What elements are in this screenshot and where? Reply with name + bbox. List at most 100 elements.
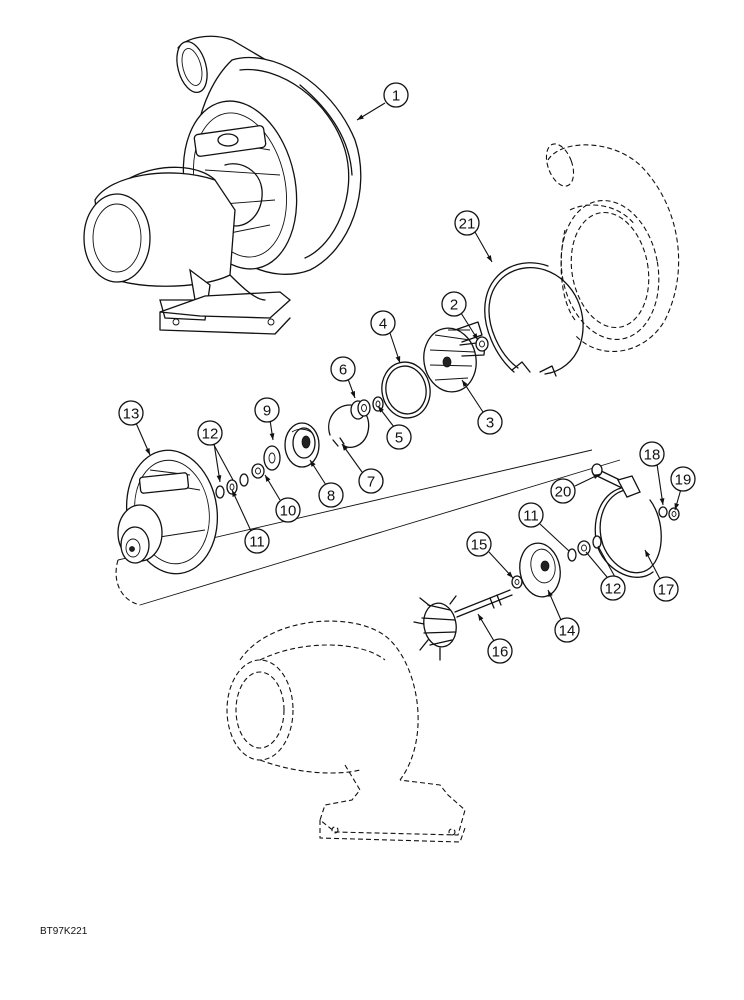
callout-label: 14 bbox=[559, 623, 576, 640]
callout-circle bbox=[518, 502, 544, 528]
callout-circle bbox=[358, 468, 384, 494]
callout-7: 7 bbox=[341, 443, 384, 494]
callout-3: 3 bbox=[461, 379, 503, 435]
callout-arrowhead bbox=[357, 114, 364, 120]
compressor-housing-phantom bbox=[545, 143, 680, 353]
clamp-bolt bbox=[591, 463, 625, 489]
callout-circle bbox=[383, 82, 409, 108]
assembly-guide-line bbox=[139, 459, 621, 606]
callout-2: 2 bbox=[441, 291, 479, 341]
callout-circle bbox=[639, 441, 665, 467]
callout-label: 18 bbox=[644, 447, 661, 464]
callout-arrowhead bbox=[216, 475, 222, 482]
callout-leader bbox=[213, 442, 221, 483]
callout-circle bbox=[275, 497, 301, 523]
callout-circle bbox=[554, 617, 580, 643]
o-ring-4 bbox=[381, 361, 431, 419]
callout-label: 21 bbox=[459, 216, 476, 233]
callout-11: 11 bbox=[231, 489, 270, 554]
callout-16: 16 bbox=[477, 613, 513, 664]
callout-arrowhead bbox=[548, 590, 553, 597]
callout-circle bbox=[370, 310, 396, 336]
callout-label: 13 bbox=[123, 406, 140, 423]
callout-label: 2 bbox=[450, 297, 458, 314]
callout-label: 16 bbox=[492, 644, 509, 661]
seal-rings-right bbox=[567, 535, 602, 562]
callout-15: 15 bbox=[466, 531, 514, 579]
callout-arrowhead bbox=[462, 380, 468, 387]
snap-ring-21 bbox=[484, 262, 584, 377]
center-housing bbox=[117, 449, 219, 575]
callout-circle bbox=[653, 576, 679, 602]
callout-arrowhead bbox=[145, 448, 150, 455]
callout-label: 11 bbox=[249, 534, 265, 551]
callout-circle bbox=[487, 638, 513, 664]
callout-circle bbox=[466, 531, 492, 557]
turbine-wheel-shaft bbox=[413, 589, 513, 661]
callout-arrowhead bbox=[350, 391, 355, 398]
callout-arrowhead bbox=[486, 255, 492, 262]
callout-circle bbox=[318, 482, 344, 508]
callout-circle bbox=[441, 291, 467, 317]
backplate-insert bbox=[284, 422, 320, 468]
callout-label: 7 bbox=[367, 474, 375, 491]
callout-arrowhead bbox=[674, 503, 680, 510]
callout-circle bbox=[118, 400, 144, 426]
callout-label: 5 bbox=[395, 430, 403, 447]
callout-11: 11 bbox=[518, 502, 544, 528]
callout-21: 21 bbox=[454, 210, 493, 263]
callout-20: 20 bbox=[550, 473, 601, 504]
callout-leader-extra bbox=[539, 523, 570, 552]
callout-circle bbox=[330, 356, 356, 382]
callout-8: 8 bbox=[309, 459, 344, 508]
callout-12: 12 bbox=[600, 575, 626, 601]
callout-arrowhead bbox=[342, 444, 348, 451]
compressor-wheel bbox=[423, 321, 486, 393]
turbocharger-assembly bbox=[83, 35, 362, 335]
callout-label: 8 bbox=[327, 488, 335, 505]
callout-arrowhead bbox=[593, 474, 600, 480]
callout-label: 12 bbox=[202, 426, 219, 443]
callout-arrowhead bbox=[645, 550, 651, 557]
callout-label: 10 bbox=[280, 503, 297, 520]
drawing-code: BT97K221 bbox=[40, 926, 88, 937]
callout-leader-extra bbox=[213, 444, 234, 481]
callout-arrowhead bbox=[269, 433, 275, 440]
callout-label: 9 bbox=[263, 403, 271, 420]
callout-12: 12 bbox=[197, 420, 223, 483]
callout-label: 19 bbox=[675, 472, 692, 489]
washer-and-nut bbox=[658, 506, 680, 521]
callout-5: 5 bbox=[377, 405, 412, 450]
callout-arrowhead bbox=[378, 406, 384, 413]
callout-circle bbox=[670, 466, 696, 492]
callout-13: 13 bbox=[118, 400, 151, 456]
callout-arrowhead bbox=[472, 333, 478, 340]
compressor-nut bbox=[475, 336, 489, 352]
turbine-housing-phantom bbox=[115, 559, 466, 843]
callout-label: 6 bbox=[339, 362, 347, 379]
callout-circle bbox=[386, 424, 412, 450]
callout-circle bbox=[477, 409, 503, 435]
callout-label: 11 bbox=[523, 508, 539, 525]
callout-label: 3 bbox=[486, 415, 494, 432]
callout-circle bbox=[197, 420, 223, 446]
callout-19: 19 bbox=[670, 466, 696, 511]
callout-arrowhead bbox=[310, 460, 316, 467]
callout-circle bbox=[550, 478, 576, 504]
callout-label: 15 bbox=[471, 537, 488, 554]
callout-leader-extra bbox=[585, 551, 608, 578]
callout-14: 14 bbox=[547, 589, 580, 643]
callout-circle bbox=[454, 210, 480, 236]
piston-ring-15 bbox=[511, 575, 523, 589]
thrust-collar bbox=[263, 445, 281, 471]
callout-arrowhead bbox=[395, 356, 401, 363]
callout-arrowhead bbox=[265, 475, 271, 482]
callout-leader-extra bbox=[597, 545, 616, 578]
callout-label: 1 bbox=[392, 88, 400, 105]
spacer-sleeve bbox=[350, 399, 371, 420]
callout-circle bbox=[244, 528, 270, 554]
heat-shield bbox=[519, 542, 561, 598]
callout-arrowhead bbox=[478, 614, 484, 621]
